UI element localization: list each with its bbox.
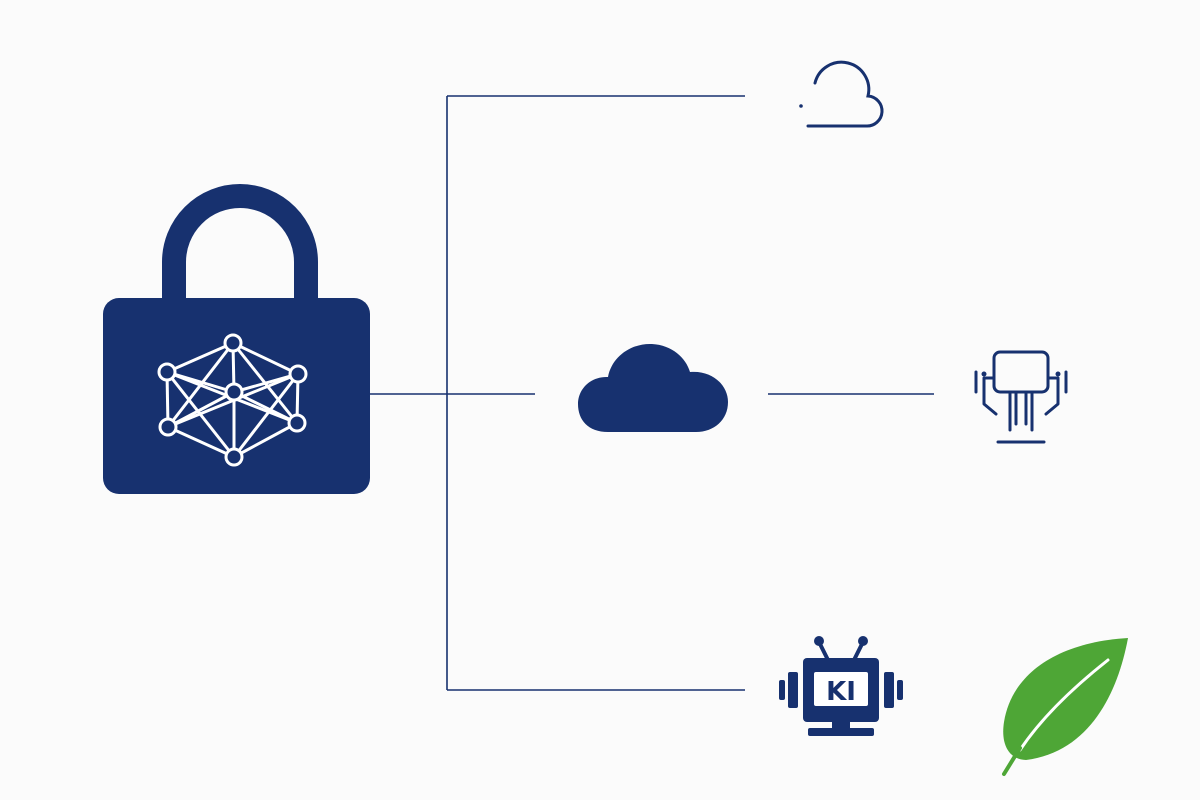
robot-icon: KI	[779, 636, 903, 736]
cloud-filled-icon	[578, 343, 728, 432]
robot-label: KI	[826, 677, 856, 707]
cloud-outline-icon	[799, 60, 884, 128]
server-circuit-icon	[974, 350, 1068, 444]
leaf-icon	[1002, 638, 1128, 776]
padlock-shackle	[162, 184, 318, 302]
padlock-network-icon	[103, 184, 370, 494]
network-nodes	[157, 333, 308, 467]
connectors	[370, 95, 934, 691]
